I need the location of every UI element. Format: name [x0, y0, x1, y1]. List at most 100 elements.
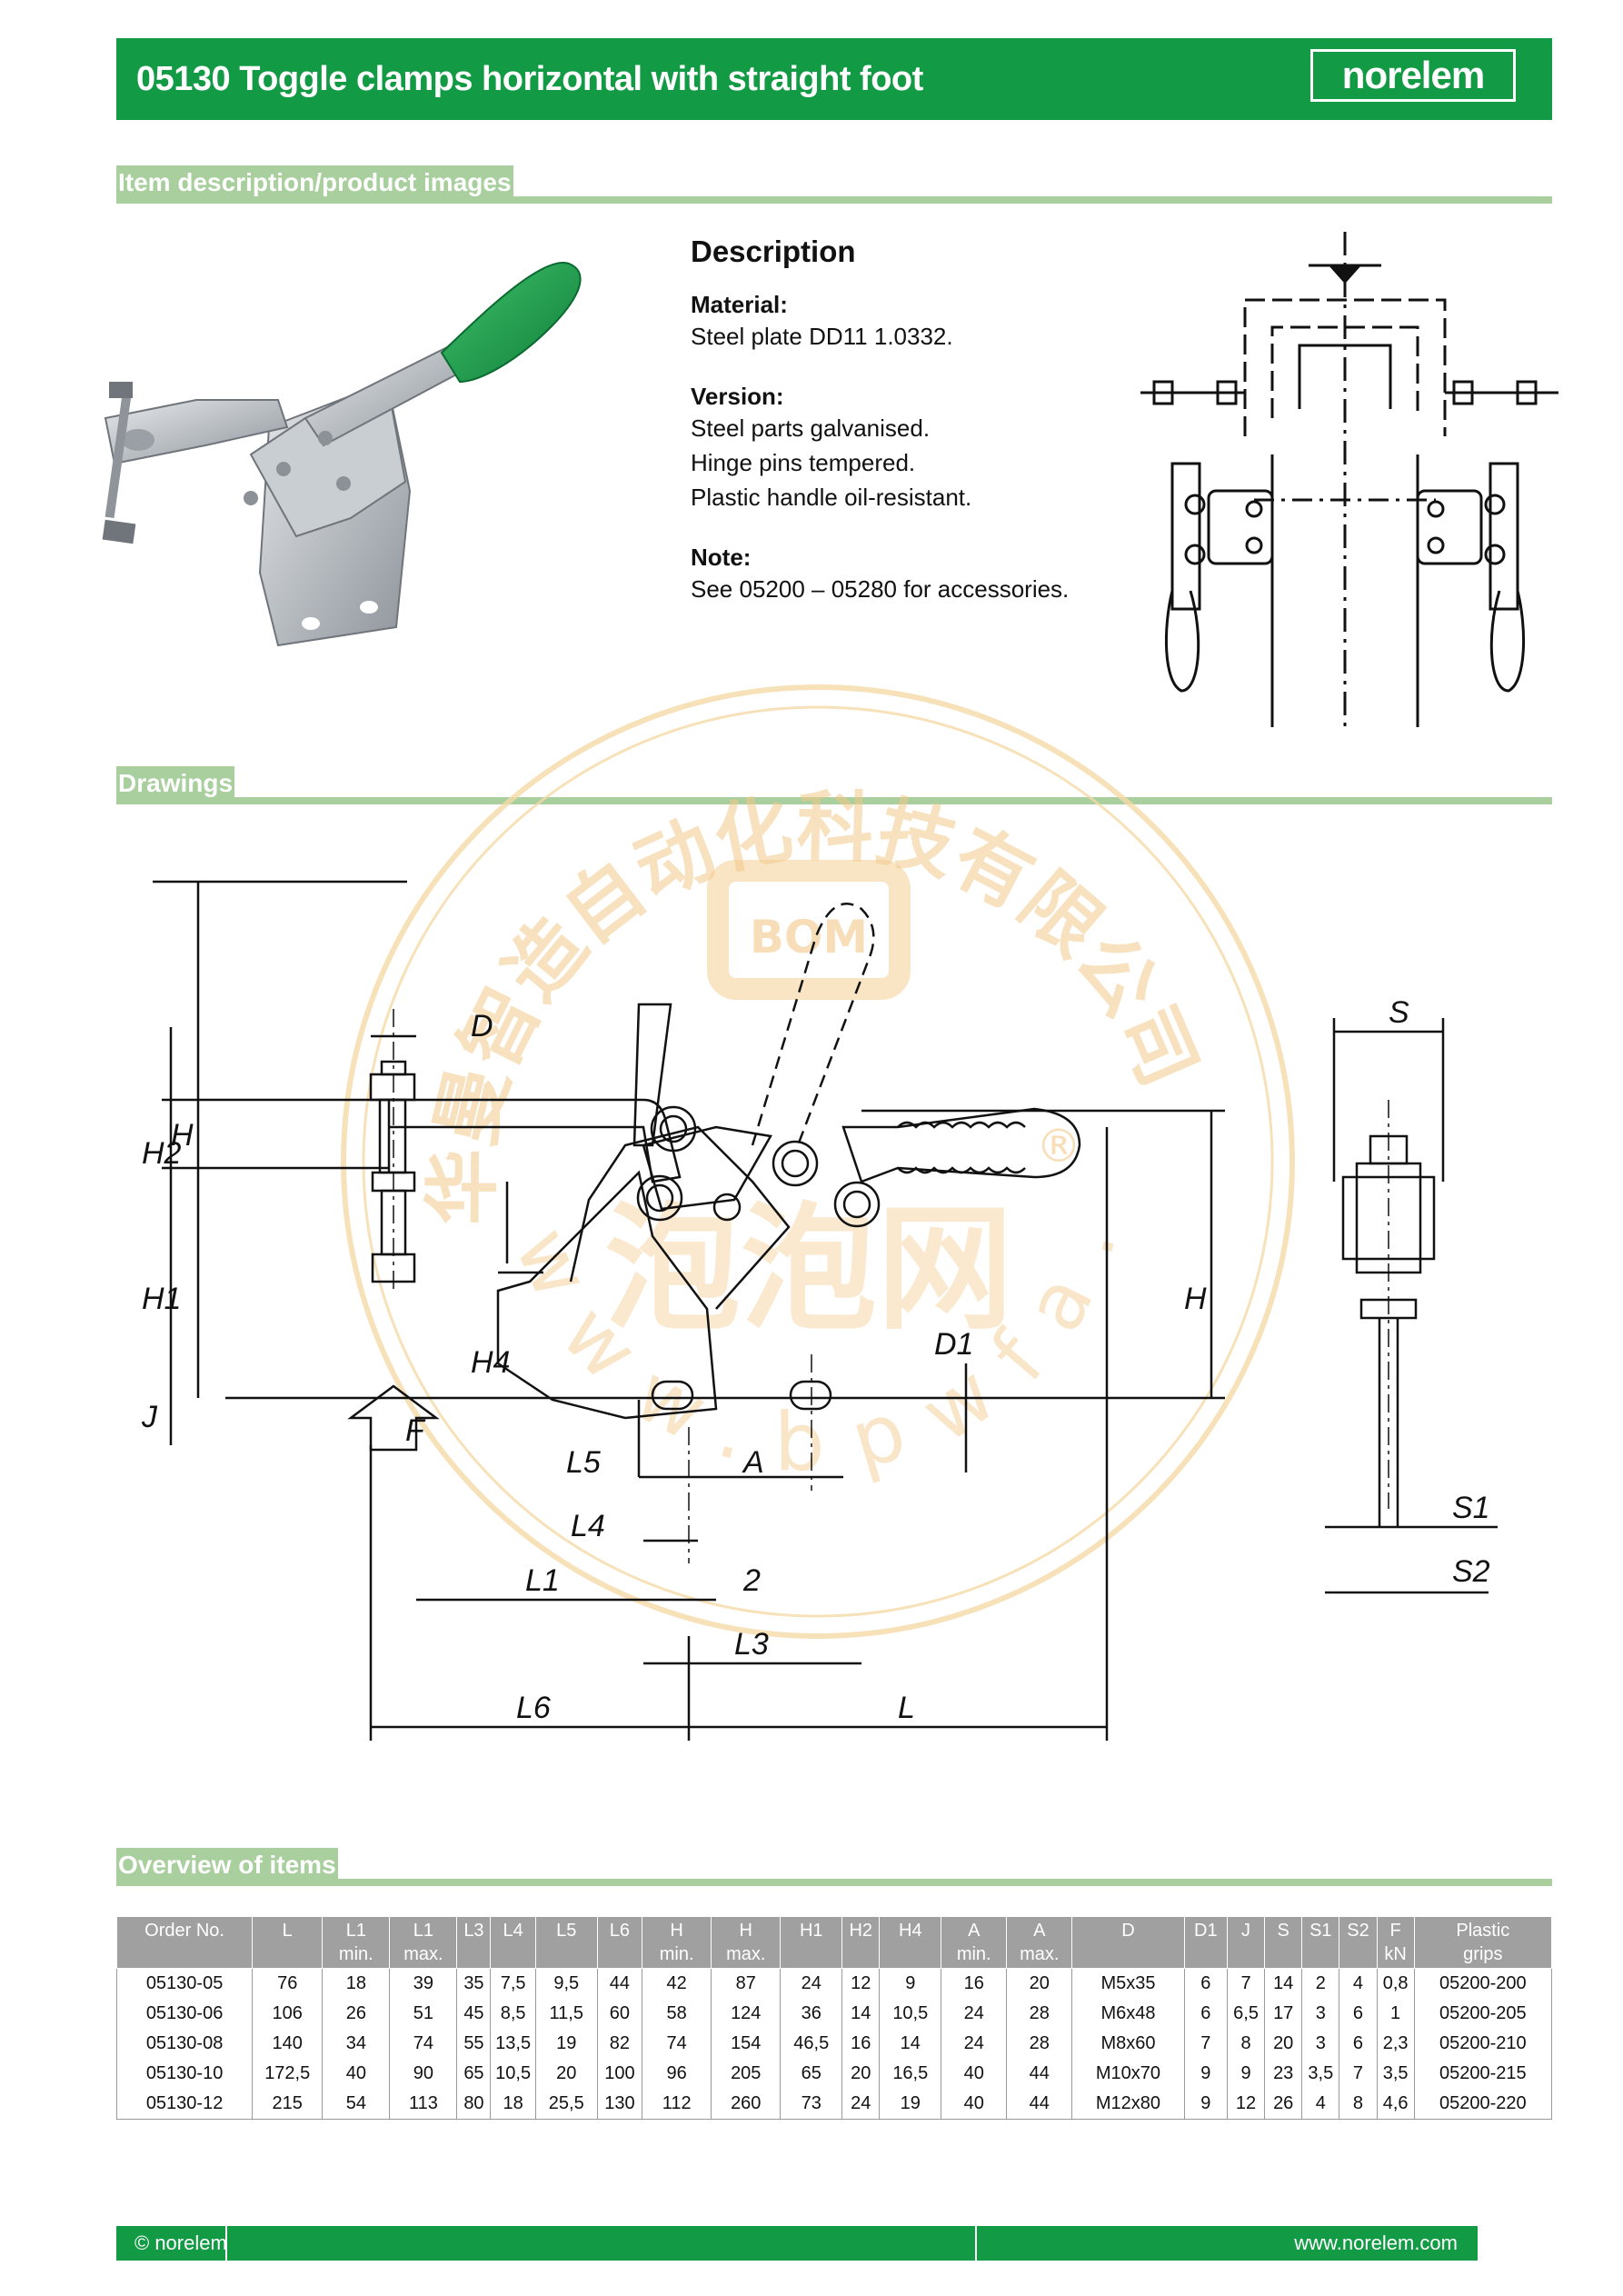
table-cell: 215 — [252, 2089, 324, 2120]
column-header-subline: max. — [1020, 1944, 1060, 1964]
technical-drawing: H D H2 H1 H4 J F H D1 L5 A L4 L1 2 L3 L6… — [141, 880, 1498, 1741]
table-cell: 26 — [1264, 2089, 1303, 2120]
table-cell: 124 — [711, 1999, 782, 2029]
page-title: 05130 Toggle clamps horizontal with stra… — [136, 60, 923, 98]
table-cell: 1 — [1376, 1999, 1415, 2029]
table-cell: 46,5 — [780, 2029, 843, 2059]
dim-label: L1 — [525, 1563, 560, 1598]
table-cell: M12x80 — [1071, 2089, 1185, 2120]
column-header-line: F — [1389, 1921, 1401, 1941]
table-cell: M6x48 — [1071, 1999, 1185, 2029]
dim-label: D1 — [934, 1327, 973, 1362]
table-cell: 9 — [879, 1968, 942, 1999]
table-cell: 20 — [1264, 2029, 1303, 2059]
material-label: Material: — [691, 291, 788, 318]
column-header-subline — [1302, 1942, 1339, 1966]
table-cell: 58 — [642, 1999, 712, 2029]
table-cell: 6 — [1183, 1968, 1228, 1999]
table-cell: 28 — [1006, 1999, 1073, 2029]
column-header: Order No. — [115, 1916, 254, 1969]
table-cell: 7,5 — [490, 1968, 536, 1999]
table-cell: 05200-210 — [1413, 2029, 1553, 2059]
footer-website: www.norelem.com — [1294, 2231, 1458, 2254]
column-header: H4 — [879, 1916, 942, 1969]
column-header: H2 — [841, 1916, 881, 1969]
table-cell: 40 — [941, 2089, 1008, 2120]
column-header-line: D — [1121, 1921, 1135, 1941]
table-cell: 3,5 — [1376, 2059, 1415, 2089]
column-header: H1 — [780, 1916, 843, 1969]
table-cell: 05200-220 — [1413, 2089, 1553, 2120]
table-cell: 140 — [252, 2029, 324, 2059]
table-cell: 28 — [1006, 2029, 1073, 2059]
table-cell: 40 — [322, 2059, 391, 2089]
table-cell: 18 — [322, 1968, 391, 1999]
version-line: Steel parts galvanised. — [691, 414, 931, 442]
table-cell: 11,5 — [534, 1999, 598, 2029]
table-cell: 73 — [780, 2089, 843, 2120]
column-header-line: L6 — [609, 1921, 631, 1941]
dim-label: S1 — [1452, 1491, 1490, 1525]
table-cell: 7 — [1339, 2059, 1378, 2089]
table-cell: 19 — [534, 2029, 598, 2059]
column-header-subline — [253, 1942, 322, 1966]
column-header-line: Order No. — [144, 1921, 224, 1941]
column-header-line: A — [1033, 1921, 1046, 1941]
column-header: S — [1264, 1916, 1303, 1969]
dim-label: L6 — [516, 1691, 551, 1725]
column-header-line: L3 — [463, 1921, 484, 1941]
column-header-subline — [598, 1942, 642, 1966]
table-cell: 260 — [711, 2089, 782, 2120]
table-cell: 05130-05 — [115, 1968, 254, 1999]
table-cell: 25,5 — [534, 2089, 598, 2120]
column-header-subline: min. — [659, 1944, 694, 1964]
product-image — [102, 262, 582, 647]
table-cell: 54 — [322, 2089, 391, 2120]
column-header-line: H4 — [899, 1921, 922, 1941]
table-cell: 2 — [1301, 1968, 1340, 1999]
table-cell: 3 — [1301, 1999, 1340, 2029]
table-cell: 106 — [252, 1999, 324, 2029]
table-cell: 7 — [1226, 1968, 1266, 1999]
column-header: S1 — [1301, 1916, 1340, 1969]
table-cell: 6 — [1183, 1999, 1228, 2029]
table-cell: 8,5 — [490, 1999, 536, 2029]
table-cell: M5x35 — [1071, 1968, 1185, 1999]
footer-divider — [225, 2226, 227, 2261]
note-label: Note: — [691, 544, 752, 571]
column-header-line: H2 — [849, 1921, 873, 1941]
table-cell: 05200-215 — [1413, 2059, 1553, 2089]
column-header-line: H — [739, 1921, 752, 1941]
section-title-drawings: Drawings — [116, 766, 235, 801]
table-cell: 113 — [389, 2089, 458, 2120]
column-header-subline: min. — [338, 1944, 373, 1964]
table-cell: 18 — [490, 2089, 536, 2120]
footer-divider — [975, 2226, 977, 2261]
table-cell: 100 — [596, 2059, 643, 2089]
table-cell: 16 — [841, 2029, 881, 2059]
table-cell: 8 — [1226, 2029, 1266, 2059]
table-cell: 35 — [456, 1968, 492, 1999]
table-cell: 26 — [322, 1999, 391, 2029]
table-cell: 154 — [711, 2029, 782, 2059]
note-text: See 05200 – 05280 for accessories. — [691, 575, 1070, 603]
table-cell: 39 — [389, 1968, 458, 1999]
table-cell: 9,5 — [534, 1968, 598, 1999]
column-header-subline — [117, 1942, 252, 1966]
column-header: L — [252, 1916, 324, 1969]
table-cell: 40 — [941, 2059, 1008, 2089]
table-cell: 42 — [642, 1968, 712, 1999]
column-header: S2 — [1339, 1916, 1378, 1969]
table-cell: 6 — [1339, 1999, 1378, 2029]
dim-label: H4 — [471, 1345, 510, 1380]
table-cell: 172,5 — [252, 2059, 324, 2089]
table-cell: 80 — [456, 2089, 492, 2120]
table-cell: 74 — [389, 2029, 458, 2059]
